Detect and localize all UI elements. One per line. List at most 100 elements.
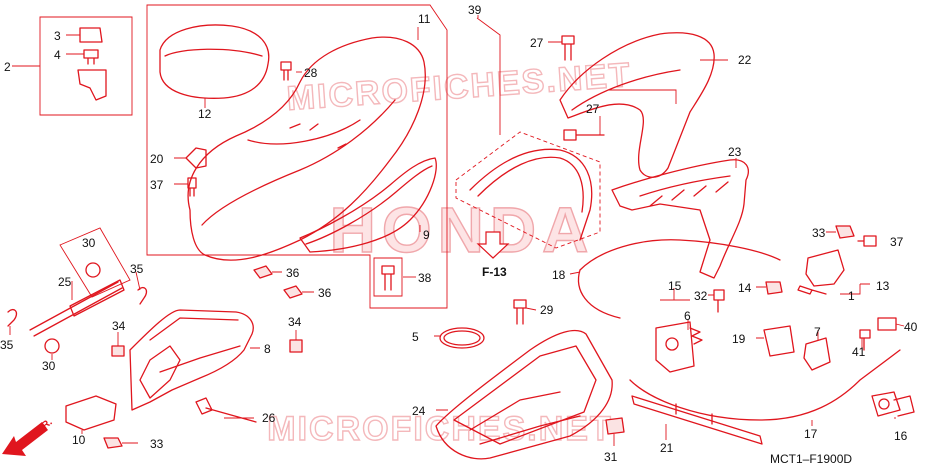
spring-6 (689, 327, 703, 345)
screw-4 (83, 49, 99, 65)
callout-7: 7 (814, 325, 821, 339)
callout-26: 26 (262, 411, 276, 425)
callout-32: 32 (694, 289, 708, 303)
latch-13 (805, 249, 845, 287)
nut-36-lower (283, 285, 303, 299)
pin-1 (797, 285, 827, 295)
bolt-27-lower (563, 129, 605, 141)
clip-3 (79, 27, 103, 43)
callout-40: 40 (904, 320, 918, 334)
callout-5: 5 (412, 330, 419, 344)
cable-17 (629, 349, 901, 421)
seal-9 (299, 157, 437, 253)
frame-30-bracket (59, 227, 131, 298)
callout-36-2: 36 (318, 286, 332, 300)
callout-3: 3 (54, 29, 61, 43)
screw-41 (859, 329, 871, 351)
clip-40 (877, 317, 897, 331)
washer-30-upper (85, 262, 101, 278)
site-watermark-top: MICROFICHES.NET (286, 56, 633, 118)
callout-30-2: 30 (42, 359, 56, 373)
washer-30-lower (44, 338, 60, 354)
callout-41: 41 (852, 345, 866, 359)
bracket-20 (185, 147, 207, 169)
callout-36: 36 (286, 266, 300, 280)
nut-34-right (289, 339, 303, 353)
callout-11: 11 (418, 12, 431, 26)
nut-34-left (111, 345, 125, 357)
bolt-29 (513, 299, 527, 325)
key-cylinder-16 (871, 391, 915, 417)
bracket-19 (763, 325, 795, 357)
callout-12: 12 (198, 107, 212, 121)
callout-27: 27 (530, 36, 544, 50)
detail-frame-2 (39, 16, 133, 116)
nut-31 (605, 417, 625, 435)
frame-39 (476, 17, 501, 135)
lock-15 (655, 321, 695, 373)
frame-38 (373, 257, 403, 297)
callout-33: 33 (150, 437, 164, 451)
callout-6: 6 (684, 309, 691, 323)
callout-14: 14 (738, 281, 752, 295)
ref-label: F-13 (482, 265, 507, 279)
clip-35-right (137, 286, 148, 305)
callout-13: 13 (876, 279, 890, 293)
pillion-seat-22 (559, 32, 715, 178)
callout-1: 1 (848, 289, 855, 303)
nut-14 (765, 281, 783, 295)
strap-21 (631, 395, 763, 445)
hinge-detail (77, 69, 107, 101)
bolt-28 (280, 61, 292, 81)
bolt-26 (195, 397, 257, 423)
callout-10: 10 (72, 433, 86, 447)
callout-24: 24 (412, 404, 426, 418)
callout-38: 38 (418, 271, 432, 285)
bracket-7 (803, 337, 831, 371)
bolt-37-right (857, 235, 877, 247)
nut-36-upper (253, 265, 273, 279)
callout-19: 19 (732, 332, 746, 346)
callout-17: 17 (804, 427, 818, 441)
callout-25: 25 (58, 275, 72, 289)
callout-4: 4 (54, 48, 61, 62)
callout-35-2: 35 (0, 338, 14, 352)
callout-39: 39 (468, 3, 482, 17)
diagram-code: MCT1–F1900D (770, 452, 852, 466)
backrest-12 (159, 24, 270, 99)
callout-2: 2 (4, 60, 11, 74)
seat-frame-11 (146, 4, 448, 309)
callout-16: 16 (894, 429, 908, 443)
bracket-10 (65, 395, 117, 431)
carrier-23 (611, 159, 749, 279)
under-tray-24 (435, 329, 613, 460)
hinge-frame-8 (129, 309, 254, 411)
callout-31: 31 (604, 450, 618, 464)
callout-23: 23 (728, 145, 742, 159)
callout-labels: 1234567891011121314151617181920212223242… (0, 3, 918, 464)
brand-watermark: HONDA (330, 194, 595, 266)
callout-34-2: 34 (288, 315, 302, 329)
callout-27-2: 27 (586, 102, 600, 116)
nut-33-left (103, 437, 123, 449)
o-ring-5 (439, 327, 485, 349)
callout-8: 8 (264, 342, 271, 356)
seat-11 (187, 36, 426, 261)
bolt-37-left (187, 177, 197, 197)
callout-30: 30 (82, 236, 96, 250)
callout-9: 9 (423, 228, 430, 242)
callout-29: 29 (540, 303, 554, 317)
callout-37-2: 37 (890, 235, 904, 249)
grab-rail-39 (455, 131, 601, 249)
callout-20: 20 (150, 152, 164, 166)
callout-35: 35 (130, 262, 144, 276)
callout-22: 22 (738, 53, 752, 67)
callout-15: 15 (668, 279, 682, 293)
callout-33-2: 33 (812, 226, 826, 240)
nut-33-right (835, 225, 855, 239)
callout-18: 18 (552, 268, 566, 282)
arrow-down-icon (476, 231, 510, 259)
callout-34: 34 (112, 319, 126, 333)
arrow-icon (2, 422, 48, 456)
